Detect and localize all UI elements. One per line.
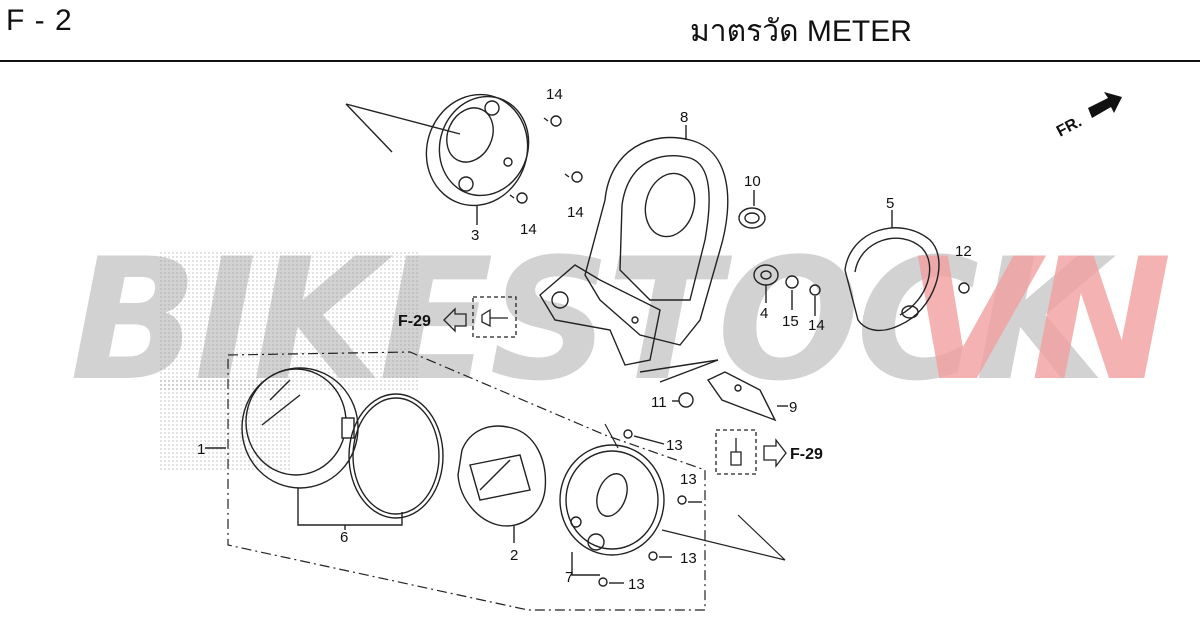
- callout-10: 10: [744, 173, 761, 190]
- part-11-nut: [672, 392, 694, 408]
- callout-14c: 14: [520, 221, 537, 238]
- callout-14b: 14: [567, 204, 584, 221]
- callout-11: 11: [651, 394, 667, 411]
- callout-7: 7: [565, 569, 573, 586]
- callout-9: 9: [789, 399, 797, 416]
- leader-lines: [604, 423, 786, 561]
- part-15-washer: [785, 275, 799, 289]
- part-5-back-cover: [844, 210, 970, 332]
- part-6-gasket: [297, 393, 444, 530]
- callout-13c: 13: [680, 550, 697, 567]
- part-9-bracket: [639, 359, 788, 422]
- callout-13d: 13: [628, 576, 645, 593]
- ref-arrow-right-icon: [763, 438, 787, 468]
- callout-6: 6: [340, 529, 348, 546]
- ref-label-right: F-29: [790, 446, 823, 463]
- callout-1: 1: [197, 441, 205, 458]
- page-code: F - 2: [6, 4, 73, 37]
- watermark: BIKESTOCK VN: [70, 222, 1173, 470]
- front-label: FR.: [1054, 113, 1085, 140]
- part-10-grommet: [738, 207, 766, 229]
- watermark-dot-texture-2: [160, 380, 290, 470]
- part-3-meter-cover: [345, 93, 530, 225]
- watermark-dot-texture: [160, 250, 420, 390]
- callout-15: 15: [782, 313, 799, 330]
- part-14-screw: [809, 284, 821, 296]
- callout-13b: 13: [680, 471, 697, 488]
- front-direction-indicator: FR.: [1054, 92, 1122, 141]
- screws-13: [598, 429, 702, 587]
- ref-label-left: F-29: [398, 313, 431, 330]
- callout-12: 12: [955, 243, 972, 260]
- front-arrow-icon: [1088, 92, 1122, 118]
- callout-numbers: 1 2 3 4 5 6 7 8 9 10 11 12 13 13 13 13 1…: [197, 86, 972, 593]
- ref-arrow-left-icon: [443, 307, 467, 333]
- callout-14d: 14: [808, 317, 825, 334]
- part-12-nut: [958, 282, 970, 294]
- part-8-meter-stay: [539, 125, 729, 366]
- watermark-accent: VN: [905, 222, 1169, 418]
- part-7-meter-case-rear: [559, 444, 665, 576]
- screws-14: [509, 115, 583, 204]
- callout-5: 5: [886, 195, 894, 212]
- callout-14a: 14: [546, 86, 563, 103]
- callout-4: 4: [760, 305, 768, 322]
- part-2-meter-unit: [457, 425, 547, 543]
- parts-grommets-washers: [738, 190, 821, 316]
- header-divider: [0, 60, 1200, 62]
- callout-13a: 13: [666, 437, 683, 454]
- callout-3: 3: [471, 227, 479, 244]
- bolt-ref-left: [443, 296, 517, 338]
- callout-8: 8: [680, 109, 688, 126]
- bolt-ref-right: [715, 429, 787, 475]
- callout-2: 2: [510, 547, 518, 564]
- page-title: มาตรวัด METER: [690, 15, 912, 48]
